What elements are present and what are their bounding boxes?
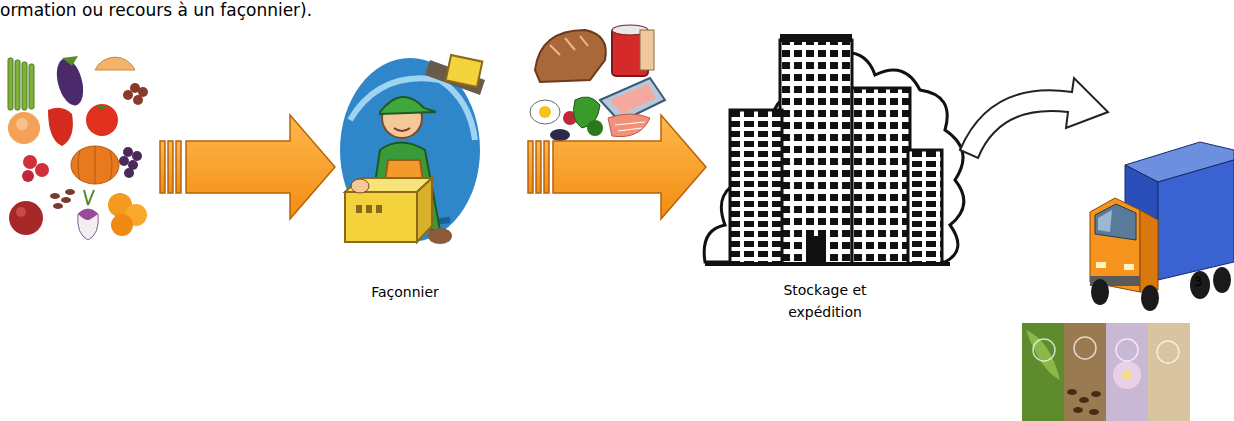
photo-strip	[1022, 323, 1190, 421]
worker-clipart	[340, 55, 485, 244]
node-caption: Façonnier	[335, 281, 475, 303]
body-text: ormation ou recours à un façonnier).	[0, 0, 312, 20]
arrow-stripe	[528, 141, 533, 193]
warehouse-building	[704, 34, 964, 264]
step-node: Façonnier	[335, 50, 525, 305]
truck-clipart	[1090, 142, 1234, 311]
flow-arrow	[528, 115, 706, 219]
step-node: Stockage et expédition	[706, 30, 965, 325]
node-caption: Stockage et expédition	[760, 279, 890, 323]
food-clipart	[530, 25, 665, 141]
arrow-body	[553, 115, 706, 219]
vegetables-clipart	[8, 56, 148, 240]
page-number: 3	[1194, 274, 1202, 289]
curved-arrow	[960, 78, 1108, 158]
flow-arrow	[160, 115, 335, 219]
arrow-stripe	[544, 141, 549, 193]
arrow-stripe	[536, 141, 541, 193]
